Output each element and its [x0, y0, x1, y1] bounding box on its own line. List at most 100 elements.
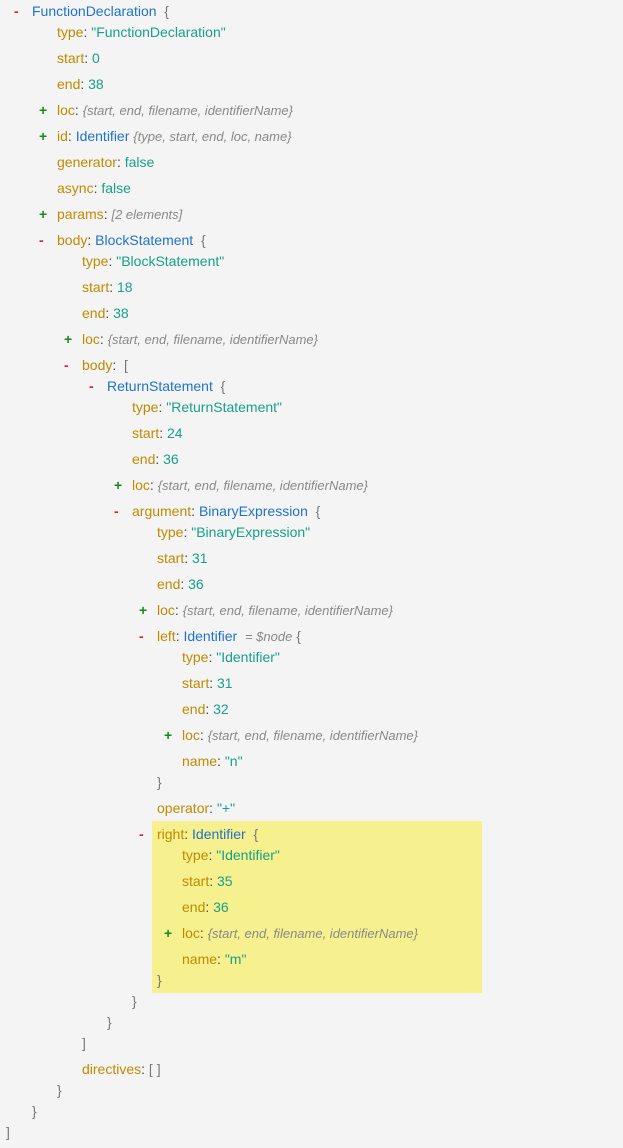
- property-start[interactable]: start: 31: [157, 550, 208, 566]
- property-body[interactable]: -body: [: [64, 352, 128, 378]
- property-value[interactable]: "ReturnStatement": [166, 399, 283, 415]
- property-value[interactable]: false: [101, 180, 131, 196]
- property-value[interactable]: "Identifier": [216, 847, 280, 863]
- property-type[interactable]: type: "BinaryExpression": [157, 524, 311, 540]
- property-start[interactable]: start: 18: [82, 279, 133, 295]
- collapsed-summary: {start, end, filename, identifierName}: [207, 926, 418, 941]
- expand-toggle[interactable]: +: [39, 206, 48, 222]
- expand-toggle[interactable]: +: [64, 331, 73, 347]
- open-brace: {: [315, 503, 321, 519]
- property-key: loc: [132, 477, 150, 493]
- node-type[interactable]: BlockStatement: [95, 232, 194, 248]
- property-value[interactable]: 24: [167, 425, 183, 441]
- property-value[interactable]: 31: [192, 550, 208, 566]
- collapse-toggle[interactable]: -: [139, 628, 144, 644]
- property-value[interactable]: 38: [88, 76, 104, 92]
- property-type[interactable]: type: "Identifier": [182, 847, 280, 863]
- expand-toggle[interactable]: +: [139, 602, 148, 618]
- property-end[interactable]: end: 32: [182, 701, 229, 717]
- property-end[interactable]: end: 36: [132, 451, 179, 467]
- close-brace: }: [57, 1077, 62, 1103]
- node-type[interactable]: FunctionDeclaration: [32, 3, 157, 19]
- expand-toggle[interactable]: +: [39, 102, 48, 118]
- property-generator[interactable]: generator: false: [57, 154, 155, 170]
- property-type[interactable]: type: "ReturnStatement": [132, 399, 283, 415]
- property-start[interactable]: start: 0: [57, 50, 100, 66]
- expand-toggle[interactable]: +: [114, 477, 123, 493]
- collapse-toggle[interactable]: -: [139, 826, 144, 842]
- property-start[interactable]: start: 35: [182, 873, 233, 889]
- property-value[interactable]: 36: [163, 451, 179, 467]
- property-value[interactable]: 36: [188, 576, 204, 592]
- node-type[interactable]: BinaryExpression: [198, 503, 308, 519]
- collapse-toggle[interactable]: -: [114, 503, 119, 519]
- property-value[interactable]: 32: [213, 701, 229, 717]
- property-loc[interactable]: +loc: {start, end, filename, identifierN…: [139, 597, 393, 623]
- property-key: end: [82, 305, 106, 321]
- property-value[interactable]: "+": [216, 800, 236, 816]
- property-value[interactable]: "FunctionDeclaration": [91, 24, 226, 40]
- node-type[interactable]: Identifier: [183, 628, 238, 644]
- property-argument[interactable]: -argument: BinaryExpression {: [114, 498, 320, 524]
- property-loc[interactable]: +loc: {start, end, filename, identifierN…: [39, 97, 293, 123]
- property-key: start: [132, 425, 160, 441]
- node-type[interactable]: Identifier: [192, 826, 246, 842]
- property-value[interactable]: "Identifier": [216, 649, 280, 665]
- property-loc[interactable]: +loc: {start, end, filename, identifierN…: [64, 326, 318, 352]
- expand-toggle[interactable]: +: [164, 925, 173, 941]
- property-key: left: [157, 628, 176, 644]
- property-loc[interactable]: +loc: {start, end, filename, identifierN…: [164, 920, 418, 946]
- property-id[interactable]: +id: Identifier {type, start, end, loc, …: [39, 123, 292, 149]
- property-key: type: [182, 649, 209, 665]
- property-value[interactable]: false: [124, 154, 155, 170]
- property-name[interactable]: name: "m": [182, 951, 247, 967]
- property-type[interactable]: type: "BlockStatement": [82, 253, 225, 269]
- property-start[interactable]: start: 31: [182, 675, 233, 691]
- collapse-toggle[interactable]: -: [89, 378, 94, 394]
- property-key: params: [57, 206, 104, 222]
- expand-toggle[interactable]: +: [164, 727, 173, 743]
- expand-toggle[interactable]: +: [39, 128, 48, 144]
- collapse-toggle[interactable]: -: [39, 232, 44, 248]
- property-key: start: [57, 50, 85, 66]
- property-name[interactable]: name: "n": [182, 753, 243, 769]
- property-end[interactable]: end: 38: [57, 76, 104, 92]
- property-value[interactable]: 0: [92, 50, 100, 66]
- property-value[interactable]: 36: [213, 899, 229, 915]
- node-type[interactable]: Identifier: [75, 128, 130, 144]
- collapse-toggle[interactable]: -: [14, 3, 19, 19]
- property-async[interactable]: async: false: [57, 180, 131, 196]
- property-params[interactable]: +params: [2 elements]: [39, 201, 182, 227]
- property-value[interactable]: 35: [217, 873, 233, 889]
- property-body[interactable]: -body: BlockStatement {: [39, 227, 206, 253]
- property-value[interactable]: "BlockStatement": [116, 253, 225, 269]
- property-value[interactable]: 38: [113, 305, 129, 321]
- property-right[interactable]: -right: Identifier {: [139, 821, 258, 847]
- node-variable-tag: = $node: [244, 629, 293, 644]
- property-key: body: [82, 357, 113, 373]
- node-return-statement[interactable]: -ReturnStatement {: [89, 373, 225, 399]
- property-value[interactable]: [ ]: [148, 1061, 161, 1077]
- property-value[interactable]: "m": [224, 951, 247, 967]
- property-type[interactable]: type: "FunctionDeclaration": [57, 24, 226, 40]
- property-loc[interactable]: +loc: {start, end, filename, identifierN…: [114, 472, 368, 498]
- property-loc[interactable]: +loc: {start, end, filename, identifierN…: [164, 722, 418, 748]
- property-type[interactable]: type: "Identifier": [182, 649, 280, 665]
- node-type[interactable]: ReturnStatement: [107, 378, 213, 394]
- property-start[interactable]: start: 24: [132, 425, 183, 441]
- property-value[interactable]: 18: [117, 279, 133, 295]
- open-brace: {: [296, 628, 301, 644]
- property-directives[interactable]: directives: [ ]: [82, 1061, 161, 1077]
- property-value[interactable]: "n": [224, 753, 243, 769]
- property-key: loc: [157, 602, 175, 618]
- property-end[interactable]: end: 38: [82, 305, 129, 321]
- property-value[interactable]: "BinaryExpression": [191, 524, 311, 540]
- property-operator[interactable]: operator: "+": [157, 800, 236, 816]
- property-end[interactable]: end: 36: [157, 576, 204, 592]
- property-value[interactable]: 31: [217, 675, 233, 691]
- property-left[interactable]: -left: Identifier = $node {: [139, 623, 301, 649]
- collapse-toggle[interactable]: -: [64, 357, 69, 373]
- property-end[interactable]: end: 36: [182, 899, 229, 915]
- node-function-declaration[interactable]: -FunctionDeclaration {: [14, 0, 169, 24]
